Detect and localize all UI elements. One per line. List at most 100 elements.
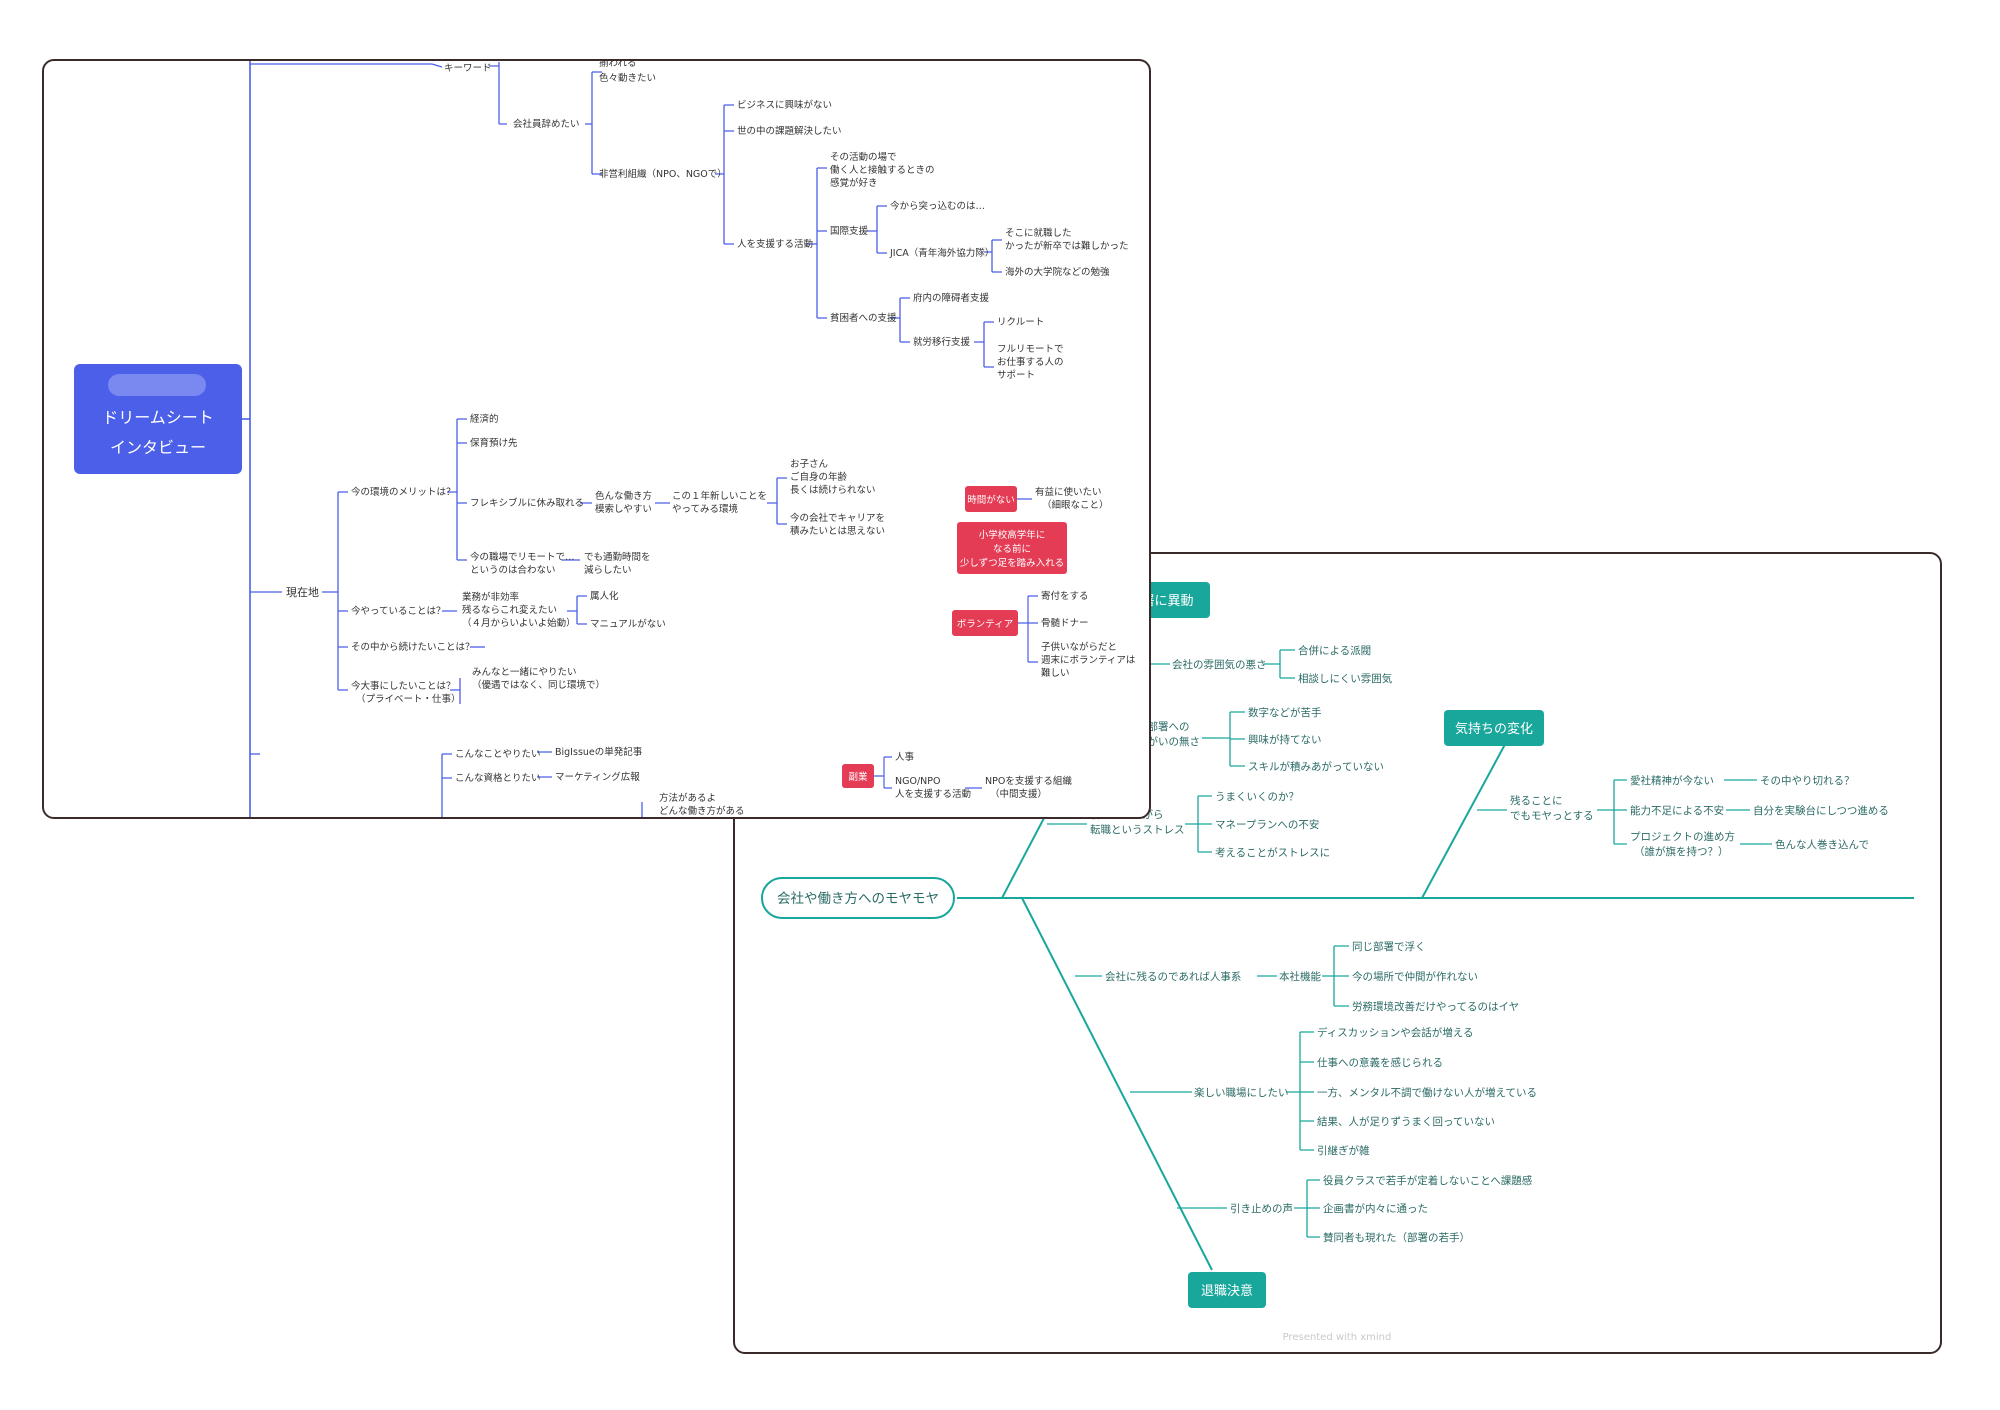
label-thinking: 考えることがストレスに	[1215, 846, 1330, 859]
label-ngo2: 人を支援する活動	[895, 788, 971, 800]
label-proj2: （誰が旗を持つ？）	[1634, 845, 1729, 858]
label-hr: 人事	[895, 751, 915, 763]
label-way1: 方法があるよ	[659, 792, 716, 804]
label-useful2: （細眼なこと）	[1042, 499, 1109, 511]
label-manual: マニュアルがない	[590, 618, 666, 630]
label-social: 世の中の課題解決したい	[737, 125, 842, 137]
label-together1: みんなと一緒にやりたい	[472, 666, 577, 678]
label-doing: 今やっていることは？	[351, 605, 446, 617]
label-interest: 興味が持てない	[1248, 733, 1322, 746]
node-volunteer[interactable]	[952, 610, 1018, 636]
label-new1: この１年新しいことを	[672, 490, 767, 502]
tree-mindmap-panel[interactable]: ドリームシート インタビュー 時間がない 小学校高学年に なる前に 少しずつ足を…	[42, 59, 1151, 819]
label-npo: 非営利組織（NPO、NGOで）	[599, 168, 727, 180]
label-jp2: かったが新卒では難しかった	[1005, 240, 1129, 252]
label-samedept: 同じ部署で浮く	[1352, 940, 1426, 953]
label-test: 自分を実験台にしつつ進める	[1753, 804, 1889, 817]
label-goodq: うまくいくのか？	[1215, 791, 1299, 803]
label-commute2: 減らしたい	[584, 564, 632, 576]
label-intl: 国際支援	[830, 225, 869, 237]
fishbone-root-label: 会社や働き方へのモヤモヤ	[777, 891, 939, 907]
node-feeling-label: 気持ちの変化	[1455, 721, 1533, 737]
label-now: 今から突っ込むのは…	[890, 200, 985, 212]
label-kids2: 週末にボランティアは	[1041, 654, 1136, 666]
label-kids1: 子供いながらだと	[1041, 641, 1117, 653]
bone-resign	[1021, 897, 1213, 1271]
label-new2: やってみる環境	[672, 503, 739, 515]
label-cont: その中から続けたいことは？	[351, 641, 475, 653]
label-money: マネープランへの不安	[1215, 818, 1319, 831]
label-career2: 積みたいとは思えない	[790, 525, 885, 537]
label-daycare: 保育預け先	[470, 437, 518, 449]
node-side[interactable]	[842, 764, 874, 788]
label-career1: 今の会社でキャリアを	[790, 512, 885, 524]
label-merit: 今の環境のメリットは？	[351, 486, 456, 498]
label-keyword: キーワード	[444, 63, 492, 74]
label-biz: ビジネスに興味がない	[737, 99, 832, 111]
label-useful1: 有益に使いたい	[1035, 486, 1102, 498]
label-commute1: でも通勤時間を	[584, 551, 651, 563]
node-feeling[interactable]	[1444, 710, 1544, 746]
label-way2: どんな働き方がある	[659, 805, 745, 817]
fishbone-root-node[interactable]	[761, 877, 955, 919]
label-sense3: 感覚が好き	[830, 177, 878, 189]
node-resign[interactable]	[1188, 1272, 1266, 1308]
label-ineff2: 残るならこれ変えたい	[462, 604, 557, 616]
label-poor: 貧困者への支援	[830, 312, 897, 324]
label-remote2: お仕事する人の	[997, 356, 1064, 368]
label-want: こんなことやりたい	[455, 749, 541, 760]
node-school-line2: なる前に	[993, 543, 1031, 555]
label-hrstay: 会社に残るのであれば人事系	[1105, 970, 1241, 983]
label-meaning: 仕事への意義を感じられる	[1317, 1056, 1443, 1069]
label-retain: 引き止めの声	[1230, 1202, 1293, 1215]
node-side-label: 副業	[848, 771, 868, 783]
label-flex: フレキシブルに休み取れる	[470, 497, 584, 509]
label-stay2: でもモヤっとする	[1510, 810, 1594, 822]
label-kid1: お子さん	[790, 459, 828, 470]
node-resign-label: 退職決意	[1201, 1283, 1253, 1299]
bone-feeling	[1421, 736, 1510, 899]
tree-diagram: ドリームシート インタビュー 時間がない 小学校高学年に なる前に 少しずつ足を…	[74, 61, 1136, 817]
label-stay1: 残ることに	[1510, 794, 1563, 807]
label-remote1: フルリモートで	[997, 344, 1064, 355]
label-ineff1: 業務が非効率	[462, 591, 520, 603]
node-school-line1: 小学校高学年に	[979, 529, 1046, 541]
label-nofriend: 今の場所で仲間が作れない	[1352, 970, 1478, 983]
label-merger: 合併による派閥	[1298, 644, 1371, 657]
node-notime[interactable]	[965, 486, 1017, 512]
label-k2: 色々動きたい	[599, 72, 656, 84]
label-exec: 役員クラスで若手が定着しないことへ課題感	[1323, 1174, 1533, 1187]
label-ngo1: NGO/NPO	[895, 776, 940, 787]
label-donate: 寄付をする	[1041, 590, 1089, 602]
node-notime-label: 時間がない	[967, 494, 1015, 506]
root-line2: インタビュー	[110, 438, 206, 457]
label-current: 現在地	[286, 586, 319, 599]
label-employ: 就労移行支援	[913, 336, 971, 348]
label-style2: 模索しやすい	[595, 503, 652, 515]
label-imp1: 今大事にしたいことは？	[351, 680, 456, 692]
node-school[interactable]	[957, 522, 1067, 574]
label-mental: 一方、メンタル不調で働けない人が増えている	[1317, 1086, 1537, 1099]
label-kid2: ご自身の年齢	[790, 471, 848, 483]
label-sense1: その活動の場で	[830, 151, 897, 163]
label-dept2: りがいの無さ	[1137, 735, 1200, 748]
label-quit: 会社員辞めたい	[513, 118, 580, 130]
label-sense2: 働く人と接触するときの	[830, 164, 935, 176]
label-support: 人を支援する活動	[737, 238, 813, 250]
label-handover2: 転職というストレス	[1090, 824, 1185, 836]
label-recruit: リクルート	[997, 317, 1044, 328]
node-volunteer-label: ボランティア	[957, 619, 1013, 630]
label-result: 結果、人が足りずうまく回っていない	[1317, 1115, 1495, 1128]
label-cut: その中やり切れる？	[1760, 774, 1855, 787]
label-npo1: NPOを支援する組織	[985, 775, 1072, 787]
label-loyalty: 愛社精神が今ない	[1630, 774, 1714, 787]
label-style1: 色んな働き方	[595, 490, 652, 502]
root-line1: ドリームシート	[102, 408, 214, 427]
label-rem2: というのは合わない	[470, 564, 556, 576]
label-discuss: ディスカッションや会話が増える	[1317, 1026, 1473, 1039]
presented-with-footer: Presented with xmind	[1283, 1332, 1392, 1343]
label-bone: 骨髄ドナー	[1041, 617, 1089, 629]
blurred-name	[108, 374, 206, 396]
label-agree: 賛同者も現れた（部署の若手）	[1323, 1231, 1470, 1244]
node-school-line3: 少しずつ足を踏み入れる	[960, 557, 1064, 569]
